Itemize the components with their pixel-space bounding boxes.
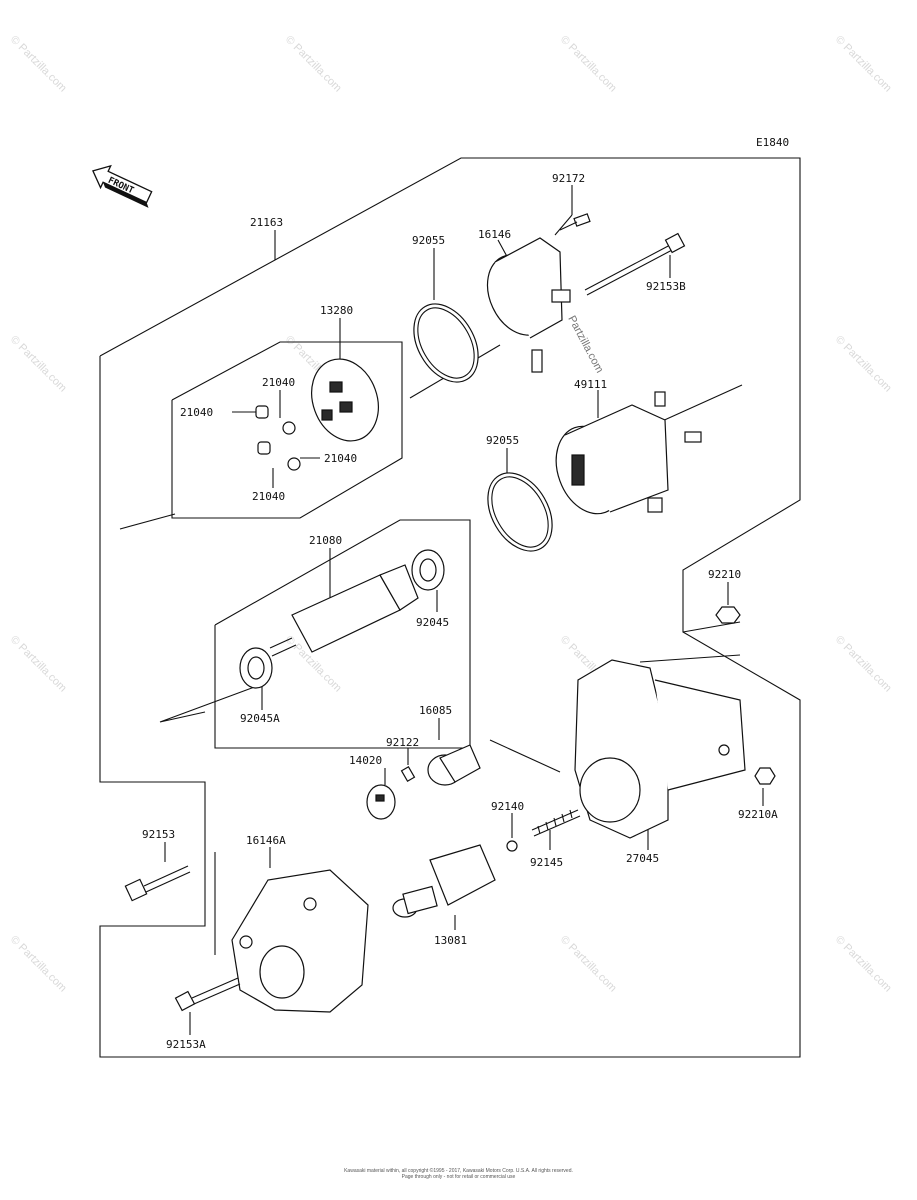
gear-16085 — [427, 744, 481, 786]
armature-21080 — [269, 564, 419, 657]
watermark: © Partzilla.com — [558, 34, 619, 95]
footer-line: Kawasaki material within, all copyright … — [344, 1168, 573, 1174]
part-label: 21163 — [250, 216, 283, 229]
part-label: 92210 — [708, 568, 741, 581]
part-label: 92172 — [552, 172, 585, 185]
bearing-92045 — [411, 549, 445, 591]
ball-92140 — [506, 840, 518, 852]
clutch-13081 — [392, 844, 496, 918]
watermark: © Partzilla.com — [8, 934, 69, 995]
watermark: © Partzilla.com — [8, 34, 69, 95]
o-ring-92055-lower — [487, 472, 553, 552]
part-label: 27045 — [626, 852, 659, 865]
spring-92145 — [531, 809, 581, 837]
diagram-code: E1840 — [756, 136, 789, 149]
armature-group-outline — [214, 519, 471, 749]
part-label: 21040 — [324, 452, 357, 465]
bolt-92153a — [174, 977, 241, 1012]
part-label: 13081 — [434, 934, 467, 947]
brush-holder-group-outline — [171, 341, 403, 519]
brush-holder-13280 — [311, 358, 379, 442]
part-label: 92055 — [486, 434, 519, 447]
part-label: 21040 — [252, 490, 285, 503]
pin-92122 — [400, 765, 416, 783]
footer-line: Page through only - not for retail or co… — [401, 1174, 516, 1180]
part-label: 21080 — [309, 534, 342, 547]
part-label: 92045A — [240, 712, 280, 725]
copyright-footer: Kawasaki material within, all copyright … — [0, 1168, 917, 1180]
part-label: 92153B — [646, 280, 686, 293]
part-label: 16146A — [246, 834, 286, 847]
yoke-49111 — [555, 391, 702, 515]
watermark: © Partzilla.com — [833, 334, 894, 395]
part-label: 49111 — [574, 378, 607, 391]
part-label: 92210A — [738, 808, 778, 821]
part-labels: 21163 92172 16146 92055 92153B 13280 210… — [142, 172, 778, 1051]
bolt-92153 — [124, 865, 191, 902]
part-label: 14020 — [349, 754, 382, 767]
part-label: 92055 — [412, 234, 445, 247]
nut-92210 — [715, 606, 741, 624]
watermark: © Partzilla.com — [8, 634, 69, 695]
watermark: © Partzilla.com — [833, 34, 894, 95]
part-label: 92145 — [530, 856, 563, 869]
part-label: 16146 — [478, 228, 511, 241]
bearing-92045a — [239, 647, 273, 689]
part-label: 92045 — [416, 616, 449, 629]
part-label: 92153A — [166, 1038, 206, 1051]
front-cover-16146a — [231, 869, 369, 1013]
watermark: © Partzilla.com — [283, 34, 344, 95]
part-label: 92153 — [142, 828, 175, 841]
part-label: 21040 — [180, 406, 213, 419]
part-label: 13280 — [320, 304, 353, 317]
assembly-outline — [99, 157, 801, 1058]
screw-92172 — [559, 213, 591, 231]
watermark: © Partzilla.com — [558, 934, 619, 995]
part-label: 92122 — [386, 736, 419, 749]
nut-92210a — [754, 767, 776, 785]
inline-watermark: Partzilla.com — [565, 314, 605, 375]
retainer-14020 — [366, 784, 396, 820]
housing-27045 — [574, 659, 746, 839]
front-arrow-icon: FRONT — [92, 164, 153, 208]
part-label: 21040 — [262, 376, 295, 389]
part-label: 92140 — [491, 800, 524, 813]
watermark: © Partzilla.com — [833, 634, 894, 695]
part-label: 16085 — [419, 704, 452, 717]
through-bolt-92153b — [584, 232, 686, 296]
leader-lines — [164, 185, 764, 1035]
brush-spring-parts — [255, 405, 301, 471]
o-ring-92055-upper — [413, 303, 479, 383]
watermark: © Partzilla.com — [8, 334, 69, 395]
watermark-group: © Partzilla.com © Partzilla.com © Partzi… — [8, 34, 894, 995]
watermark: © Partzilla.com — [833, 934, 894, 995]
end-cover-16146 — [486, 237, 571, 373]
